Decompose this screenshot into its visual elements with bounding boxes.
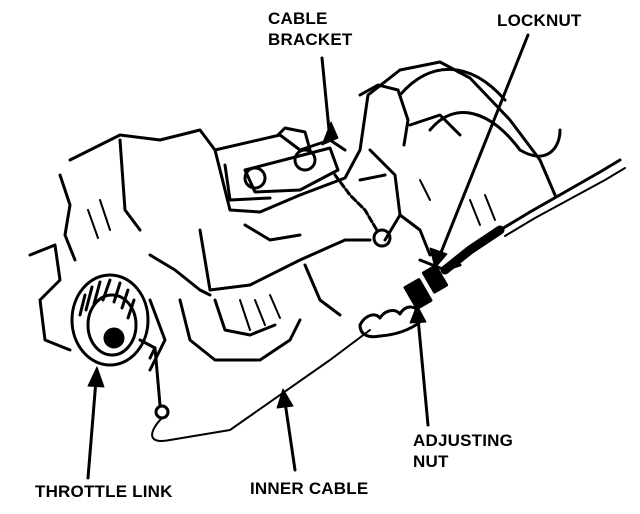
- cable-clip: [372, 228, 392, 248]
- label-cable-bracket-line-2: BRACKET: [268, 30, 353, 49]
- arrow-cable-bracket: [320, 56, 332, 142]
- bracket-bolt-2: [293, 148, 317, 172]
- callout-arrows: [86, 33, 530, 480]
- bracket-bolt-1: [243, 166, 267, 190]
- cable-boot: [358, 305, 422, 339]
- cable-housing: [440, 225, 505, 275]
- label-adjusting-nut-line-2: NUT: [413, 452, 449, 471]
- arrow-throttle-link: [86, 378, 98, 480]
- label-cable-bracket: CABLE BRACKET: [268, 8, 353, 50]
- label-throttle-link: THROTTLE LINK: [35, 482, 173, 501]
- label-cable-bracket-line-1: CABLE: [268, 9, 328, 28]
- cable-end: [154, 404, 170, 420]
- arrow-inner-cable: [283, 400, 297, 472]
- locknut: [421, 264, 449, 294]
- inner-cable: [151, 329, 371, 442]
- shading-strokes: [87, 179, 496, 331]
- label-inner-cable: INNER CABLE: [250, 479, 369, 498]
- arrow-locknut: [438, 33, 530, 257]
- throttle-link-assembly: [70, 273, 170, 420]
- cable-bracket: [243, 146, 392, 248]
- label-locknut: LOCKNUT: [497, 11, 582, 30]
- throttle-cable: [151, 158, 626, 442]
- arrow-adjusting-nut: [416, 316, 430, 427]
- pulley-center-bolt: [103, 327, 125, 349]
- label-adjusting-nut: ADJUSTING NUT: [413, 430, 513, 472]
- label-adjusting-nut-line-1: ADJUSTING: [413, 431, 514, 450]
- adjusting-nut: [403, 278, 433, 310]
- engine-body: [28, 60, 562, 372]
